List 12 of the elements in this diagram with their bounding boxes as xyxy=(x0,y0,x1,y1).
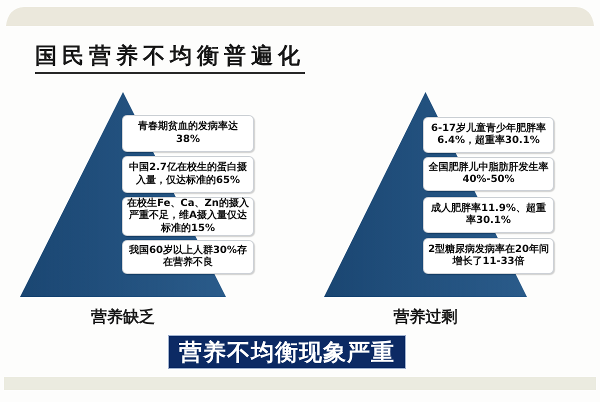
banner: 营养不均衡现象严重 xyxy=(168,335,406,369)
fact-card: 全国肥胖儿中脂肪肝发生率40%-50% xyxy=(423,157,554,191)
fact-card: 成人肥胖率11.9%、超重率30.1% xyxy=(423,197,554,233)
fact-card: 中国2.7亿在校生的蛋白摄入量，仅达标准的65% xyxy=(122,156,254,193)
pyramid-label: 营养缺乏 xyxy=(90,307,156,328)
fact-card: 我国60岁以上人群30%存在营养不良 xyxy=(122,240,254,274)
title: 国民营养不均衡普遍化 xyxy=(35,41,305,74)
fact-card: 6-17岁儿童青少年肥胖率6.4%，超重率30.1% xyxy=(423,117,554,153)
fact-card: 2型糖尿病发病率在20年间增长了11-33倍 xyxy=(423,238,554,274)
fact-card: 在校生Fe、Ca、Zn的摄入严重不足，维A摄入量仅达标准的15% xyxy=(122,197,254,236)
pyramid-label: 营养过剩 xyxy=(392,307,458,328)
fact-card: 青春期贫血的发病率达38% xyxy=(122,115,254,152)
